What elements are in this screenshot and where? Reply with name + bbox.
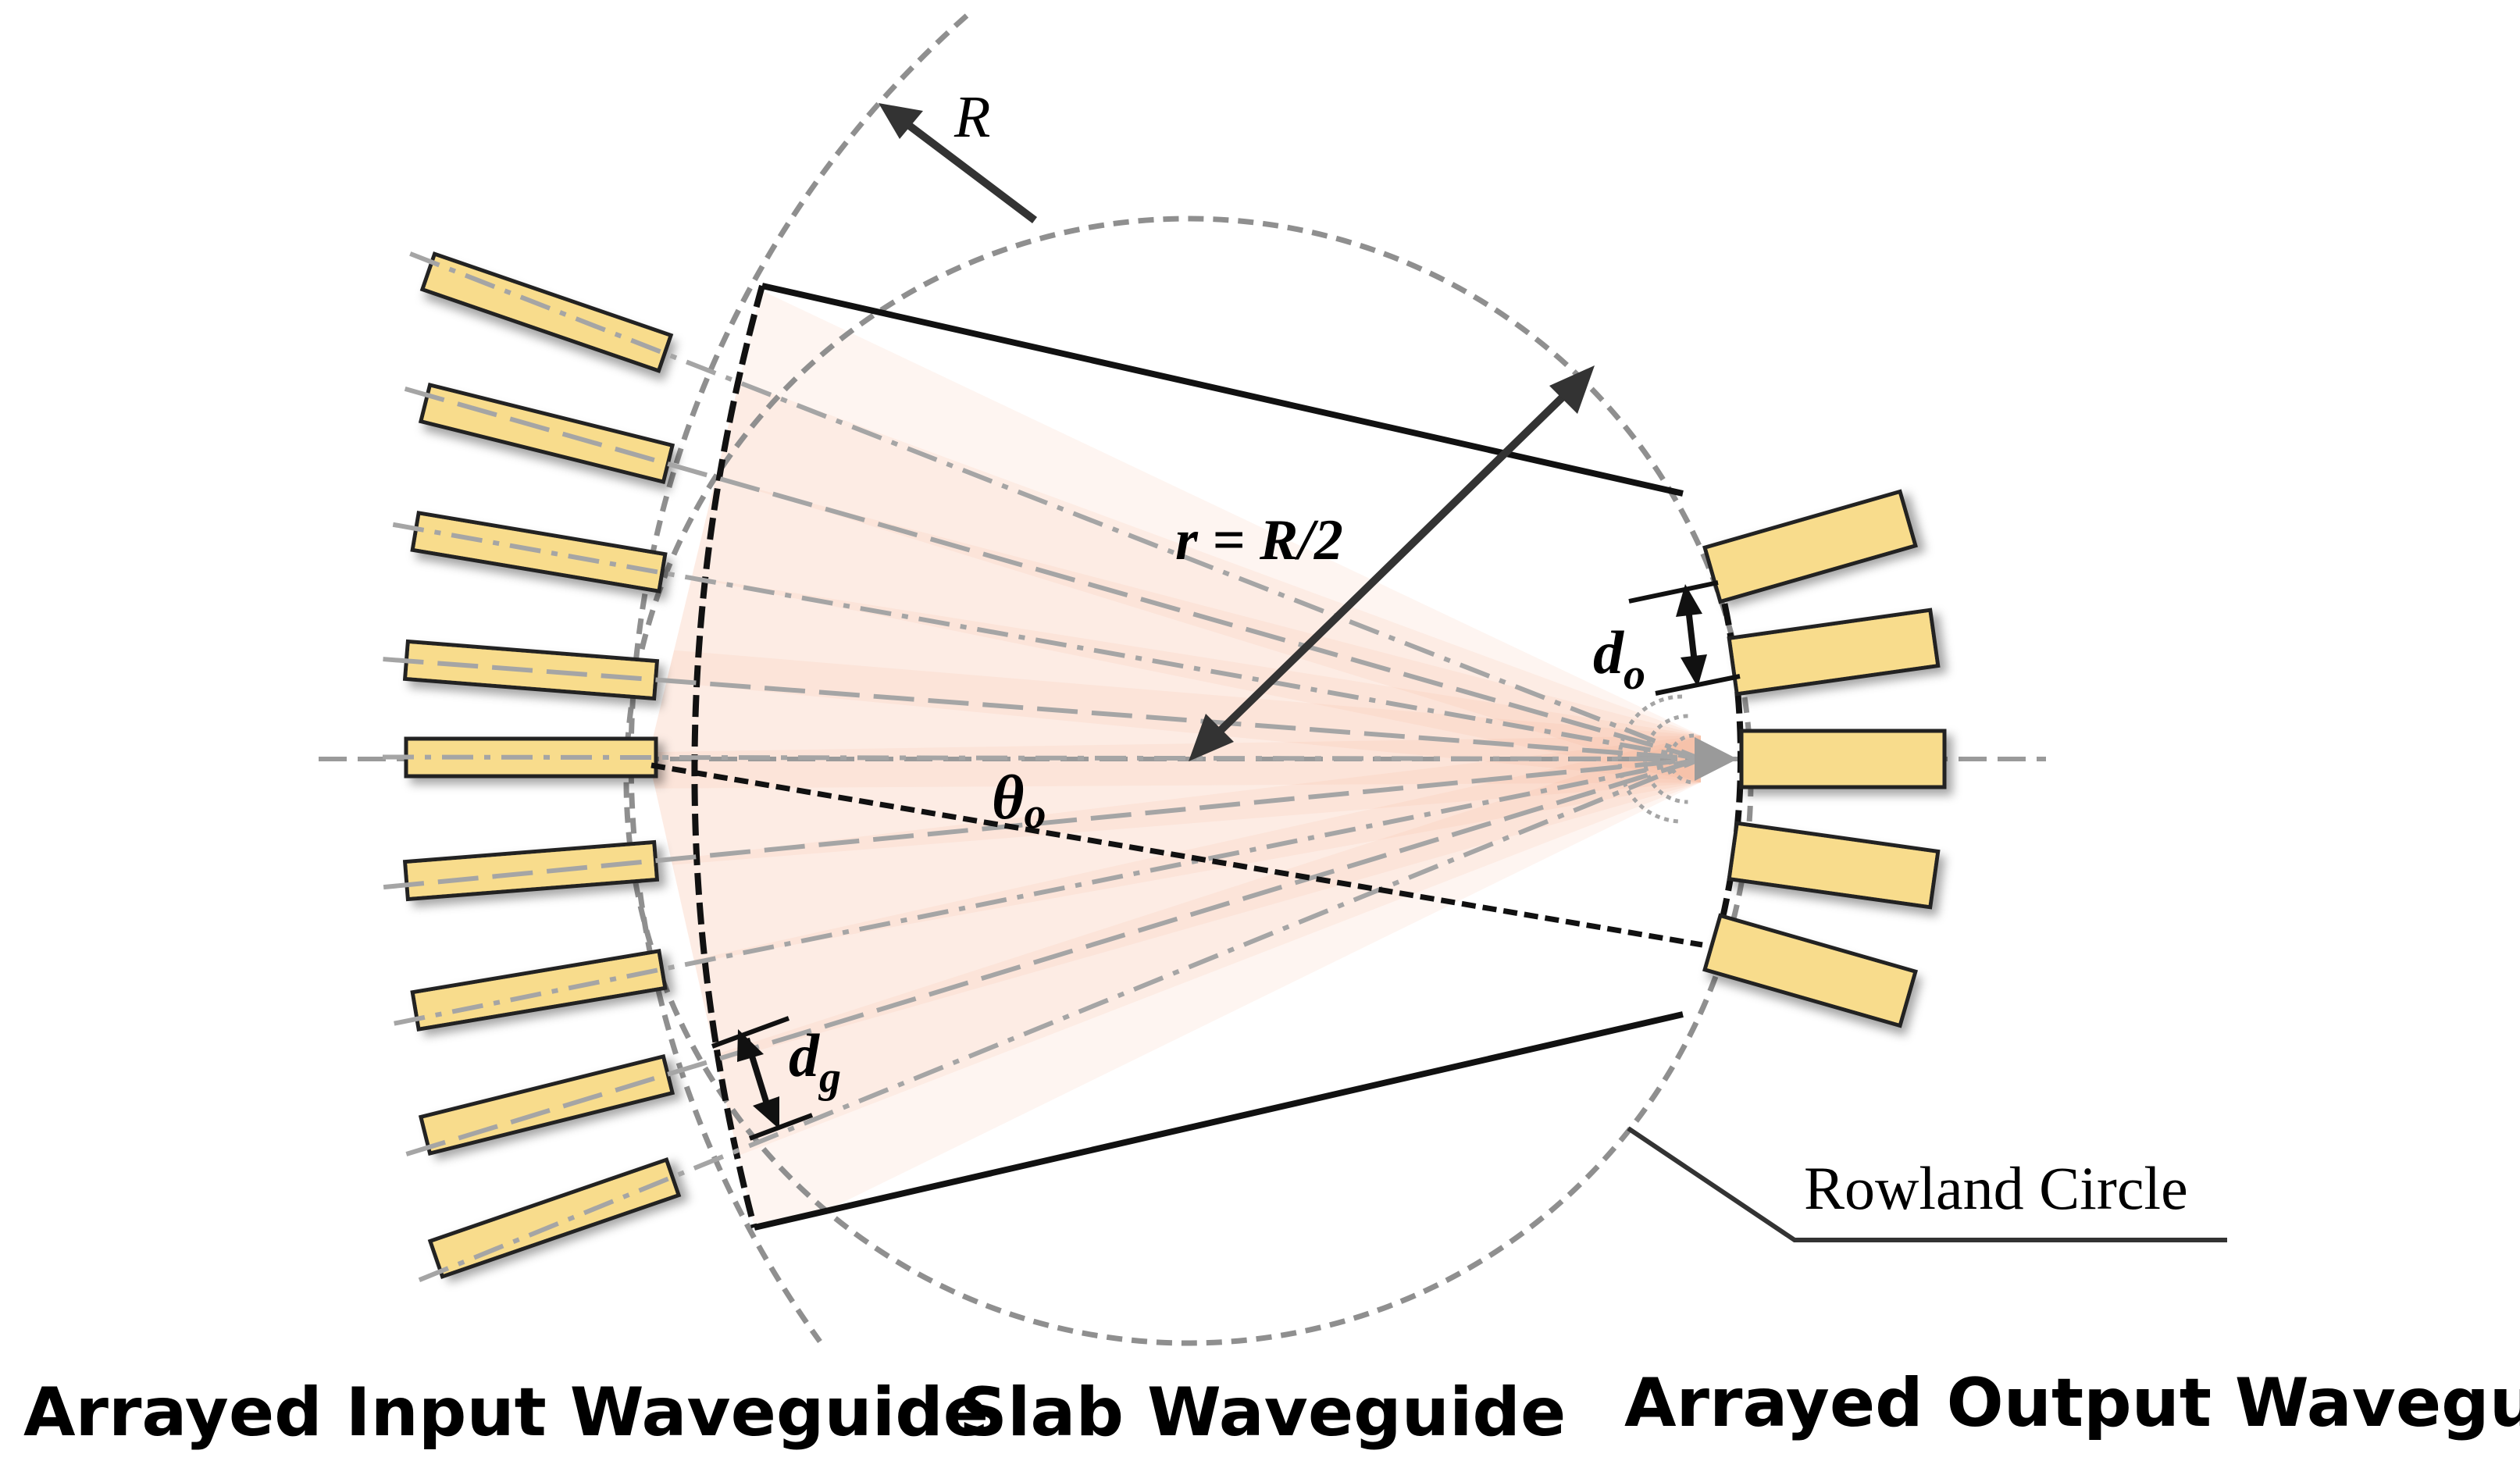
output-waveguide xyxy=(1702,489,1918,604)
beam-centerline xyxy=(405,757,1702,1156)
radius-r-arrow xyxy=(1189,365,1595,761)
caption-slab-waveguide: Slab Waveguide xyxy=(959,1374,1566,1452)
waveguide-centerlines xyxy=(382,251,1702,1282)
radius-R-arrow xyxy=(879,103,1038,223)
input-waveguide xyxy=(418,1053,675,1156)
beam-segment xyxy=(654,736,1701,1081)
do-label: do xyxy=(1593,618,1645,699)
input-waveguide xyxy=(418,382,675,485)
grating-circle-arc xyxy=(628,13,969,1344)
dg-label: dg xyxy=(789,1021,841,1102)
beam-segment xyxy=(665,736,1701,1228)
input-waveguide xyxy=(419,251,674,373)
beam-segment xyxy=(648,569,1701,789)
beam-segment xyxy=(654,461,1701,782)
beam-centerline xyxy=(383,657,1702,761)
caption-output-waveguide: Arrayed Output Waveguide xyxy=(1624,1364,2520,1442)
focus-arrowhead xyxy=(1695,737,1738,781)
radius-r-label: r = R/2 xyxy=(1175,508,1343,572)
beam-centerline xyxy=(382,754,1702,761)
do-spacing-marker xyxy=(1628,580,1741,696)
beam-segment xyxy=(660,352,1701,782)
beam-centerline xyxy=(404,386,1702,761)
beam-centerline xyxy=(383,757,1702,890)
output-waveguide xyxy=(1739,729,1947,789)
rowland-circle-label: Rowland Circle xyxy=(1804,1154,2188,1222)
input-waveguide xyxy=(410,949,668,1032)
input-waveguide-array xyxy=(402,251,682,1279)
focus-arc xyxy=(1643,714,1688,804)
dg-spacing-marker xyxy=(711,1016,814,1141)
beam-segment xyxy=(657,286,1701,782)
output-waveguide xyxy=(1727,821,1941,910)
beam-segment xyxy=(660,736,1701,1186)
beam-centerline xyxy=(418,757,1702,1282)
input-waveguide xyxy=(427,1157,682,1279)
output-waveguide xyxy=(1702,913,1918,1028)
radius-R-label: R xyxy=(953,84,990,150)
angle-theta-label: θo xyxy=(992,764,1046,838)
theta-line xyxy=(650,762,1703,948)
beam-centerline xyxy=(392,522,1702,761)
focus-arc xyxy=(1617,694,1683,824)
output-waveguide xyxy=(1727,608,1941,697)
output-waveguide-array xyxy=(1702,489,1947,1028)
beam-centerline xyxy=(394,757,1702,1026)
beam-centerline xyxy=(409,251,1702,761)
caption-input-waveguide: Arrayed Input Waveguide xyxy=(23,1374,989,1452)
focus-arc xyxy=(1668,733,1695,785)
rowland-leader-line xyxy=(1627,1126,2227,1242)
